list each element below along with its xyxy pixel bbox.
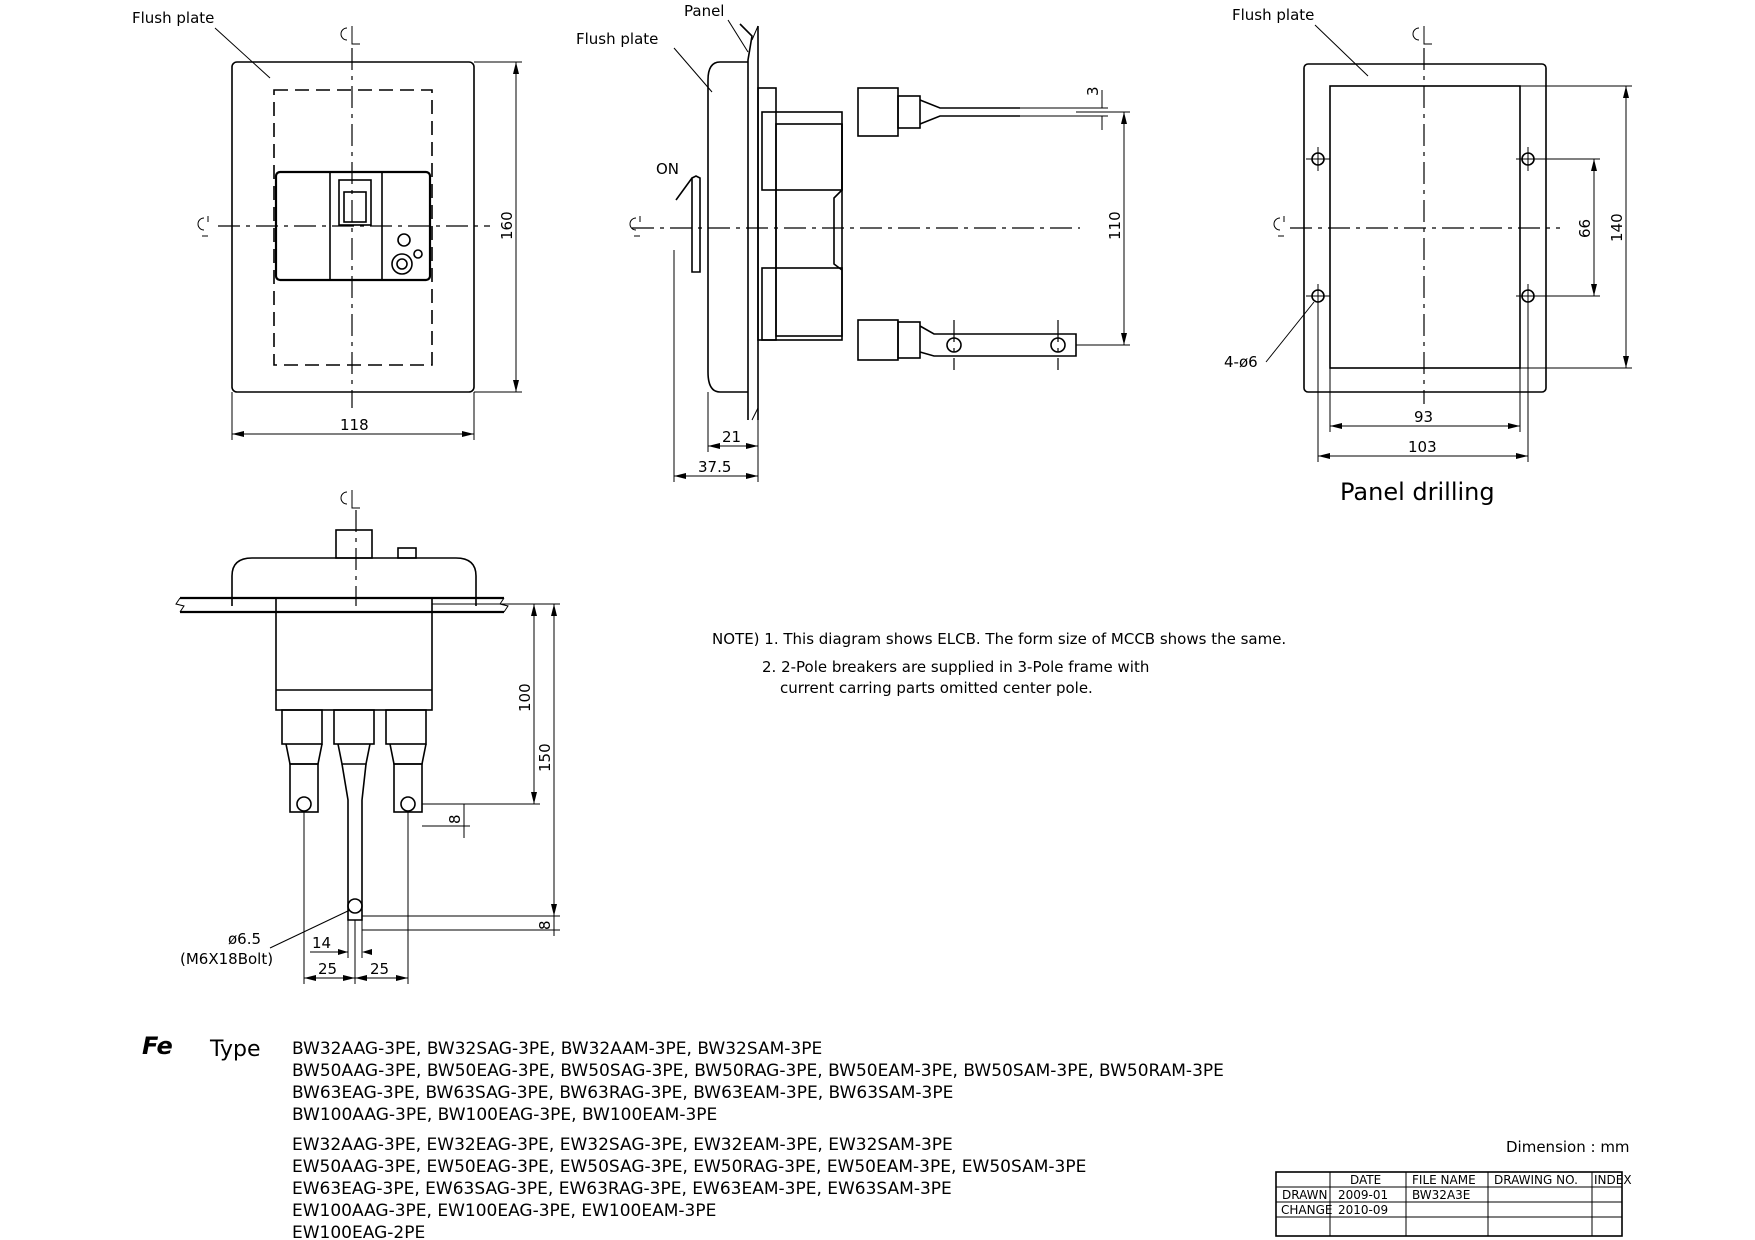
bolt-spec-label: (M6X18Bolt) [180,950,273,968]
panel-cutout [1329,85,1521,369]
type-line: EW100EAG-2PE [292,1223,425,1240]
flush-plate-bottom-view [231,557,477,606]
type-line: EW32AAG-3PE, EW32EAG-3PE, EW32SAG-3PE, E… [292,1135,953,1155]
type-line: BW63EAG-3PE, BW63SAG-3PE, BW63RAG-3PE, B… [292,1083,953,1103]
centerline-symbol [197,216,209,237]
notes: NOTE) 1. This diagram shows ELCB. The fo… [712,630,1286,697]
terminal-right [385,709,427,813]
type-label: Type [209,1037,261,1062]
test-button-small [397,233,411,247]
panel-drilling-view: Flush plate 4-ø6 66 140 [1224,6,1632,506]
side-view: Panel Flush plate ON [576,2,1130,482]
flush-plate-label-side: Flush plate [576,30,658,48]
dim-bottom-8-lower: 8 [536,920,554,930]
breaker-mount [757,87,777,341]
dim-terminal-pitch: 110 [1106,211,1124,240]
handle-top [335,529,373,559]
panel-label: Panel [684,2,724,20]
row-file: BW32A3E [1412,1188,1470,1202]
row-label: CHANGE [1281,1203,1332,1217]
leader-line [1314,24,1369,77]
centerline-symbol [340,26,360,45]
handle-side [691,175,701,273]
leader-line [673,47,713,93]
type-line: BW50AAG-3PE, BW50EAG-3PE, BW50SAG-3PE, B… [292,1061,1224,1081]
type-line: BW32AAG-3PE, BW32SAG-3PE, BW32AAM-3PE, B… [292,1039,822,1059]
panel-drilling-title: Panel drilling [1340,478,1495,506]
dim-drill-width: 103 [1408,438,1437,456]
flush-plate-side [707,61,748,393]
bottom-view: 100 150 8 8 14 25 25 ø6.5 (M6X18Bolt) [175,490,560,984]
toggle-handle [338,179,372,226]
centerline-symbol [1273,216,1285,237]
note-line-2: 2. 2-Pole breakers are supplied in 3-Pol… [762,658,1149,676]
flush-plate-label-front: Flush plate [132,9,214,27]
terminal-left [281,709,323,813]
dim-total-depth: 37.5 [698,458,731,476]
indicator-dot [413,249,423,259]
type-line: EW100AAG-3PE, EW100EAG-3PE, EW100EAM-3PE [292,1201,716,1221]
panel-section [180,596,504,614]
type-list: Fe Type BW32AAG-3PE, BW32SAG-3PE, BW32AA… [142,1032,1224,1240]
on-label: ON [656,160,679,178]
breaker-body-core [775,123,843,337]
dim-front-width: 118 [340,416,369,434]
leader-line [727,19,749,53]
row-date: 2010-09 [1338,1203,1388,1217]
dim-terminal-thickness: 3 [1084,86,1102,96]
breaker-hidden-outline [273,89,433,366]
row-date: 2009-01 [1338,1188,1388,1202]
dim-drill-pitch-h: 93 [1414,408,1433,426]
lower-terminal-block [857,319,899,361]
type-line: EW63EAG-3PE, EW63SAG-3PE, EW63RAG-3PE, E… [292,1179,952,1199]
row-label: DRAWN [1282,1188,1328,1202]
test-button-inner [396,258,408,270]
upper-terminal-block [857,87,899,137]
handle-lever [675,177,693,201]
test-button-large [391,253,413,275]
bolt-hole-label: ø6.5 [228,930,261,948]
breaker-body-bottom [761,267,843,341]
dim-bottom-25-left: 25 [318,960,337,978]
leader-line [269,909,351,949]
dim-bottom-150: 150 [536,743,554,772]
leader-line [214,27,271,79]
dim-drill-pitch-v: 66 [1576,219,1594,238]
header-file-name: FILE NAME [1412,1173,1476,1187]
dim-bottom-14: 14 [312,934,331,952]
dim-bottom-8-upper: 8 [446,814,464,824]
dim-drill-height: 140 [1608,213,1626,242]
toggle-handle-inner [343,191,367,223]
dimension-unit: Dimension : mm [1506,1138,1630,1156]
centerline-symbol [340,490,360,509]
dim-front-height: 160 [498,211,516,240]
note-line-1: NOTE) 1. This diagram shows ELCB. The fo… [712,630,1286,648]
header-drawing-no: DRAWING NO. [1494,1173,1578,1187]
title-block: Dimension : mm DATE FILE NAME DRAWING NO… [1275,1138,1632,1237]
front-view: Flush plate 118 160 [132,9,522,440]
breaker-body [275,597,433,711]
hole-spec-label: 4-ø6 [1224,353,1258,371]
flush-plate-label-drilling: Flush plate [1232,6,1314,24]
flush-plate-outline [231,61,475,393]
upper-terminal-strip [919,99,1020,125]
centerline-symbol [1412,26,1432,45]
header-date: DATE [1350,1173,1381,1187]
manufacturer-logo: Fe [142,1032,173,1060]
dim-plate-depth: 21 [722,428,741,446]
terminal-center [333,709,375,921]
note-line-3: current carring parts omitted center pol… [780,679,1093,697]
leader-line [1265,301,1315,363]
type-line: EW50AAG-3PE, EW50EAG-3PE, EW50SAG-3PE, E… [292,1157,1086,1177]
panel-line [739,23,753,420]
type-line: BW100AAG-3PE, BW100EAG-3PE, BW100EAM-3PE [292,1105,717,1125]
dim-bottom-25-right: 25 [370,960,389,978]
header-index: INDEX [1594,1173,1632,1187]
dim-bottom-100: 100 [516,683,534,712]
centerline-symbol [629,216,641,237]
